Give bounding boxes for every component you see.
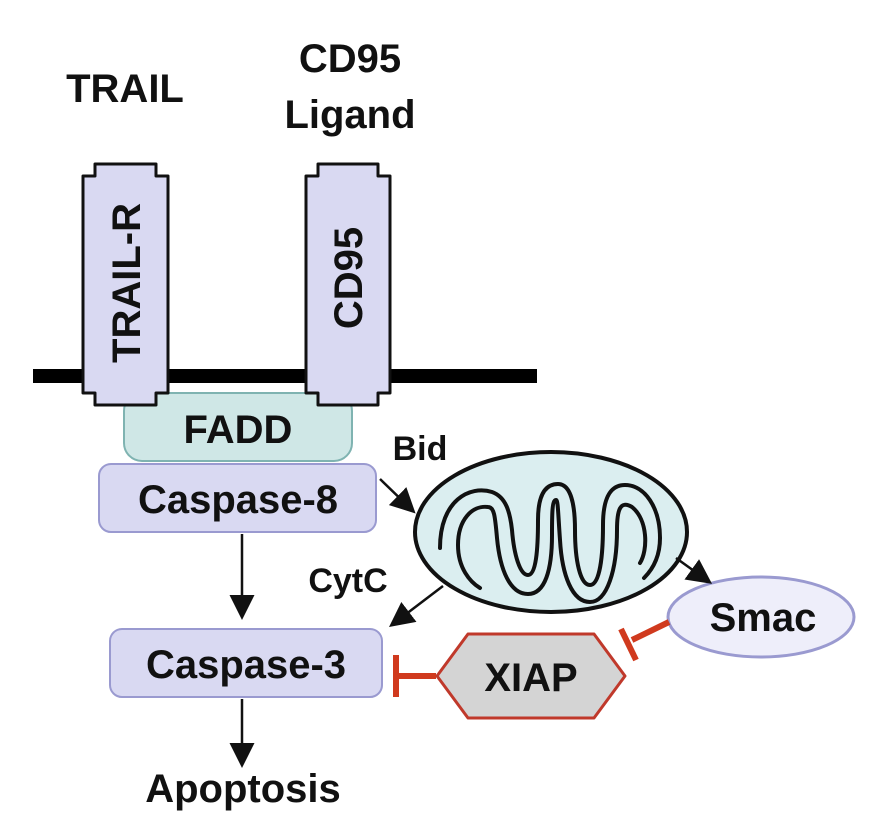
xiap-label: XIAP	[484, 656, 577, 700]
inhibition-smac-to-xiap	[618, 619, 671, 662]
cd95-ligand-label-line2: Ligand	[284, 93, 415, 137]
arrow-mitochondrion-to-smac	[675, 556, 713, 584]
cd95-receptor: CD95	[304, 162, 392, 407]
caspase-3-label: Caspase-3	[146, 643, 346, 687]
arrow-mitochondrion-to-caspase3	[389, 585, 444, 628]
caspase-8-label: Caspase-8	[138, 478, 338, 522]
caspase-8-node: Caspase-8	[98, 463, 377, 533]
fadd-node: FADD	[123, 392, 353, 462]
cd95-ligand-label-line1: CD95	[299, 37, 401, 81]
inhibition-xiap-to-caspase3	[393, 655, 436, 697]
cd95-receptor-label: CD95	[327, 227, 371, 329]
caspase-3-node: Caspase-3	[109, 628, 383, 698]
bid-label: Bid	[393, 430, 448, 468]
smac-node: Smac	[666, 575, 856, 659]
smac-label: Smac	[710, 596, 817, 640]
cytc-label: CytC	[308, 562, 387, 600]
apoptosis-label: Apoptosis	[145, 767, 341, 811]
arrow-caspase8-to-mitochondrion	[379, 478, 416, 514]
trail-ligand-label: TRAIL	[66, 67, 184, 111]
trail-r-receptor: TRAIL-R	[81, 162, 170, 407]
mitochondrion	[413, 450, 689, 614]
trail-r-label: TRAIL-R	[105, 203, 149, 363]
xiap-node: XIAP	[435, 632, 627, 720]
fadd-label: FADD	[184, 408, 293, 452]
